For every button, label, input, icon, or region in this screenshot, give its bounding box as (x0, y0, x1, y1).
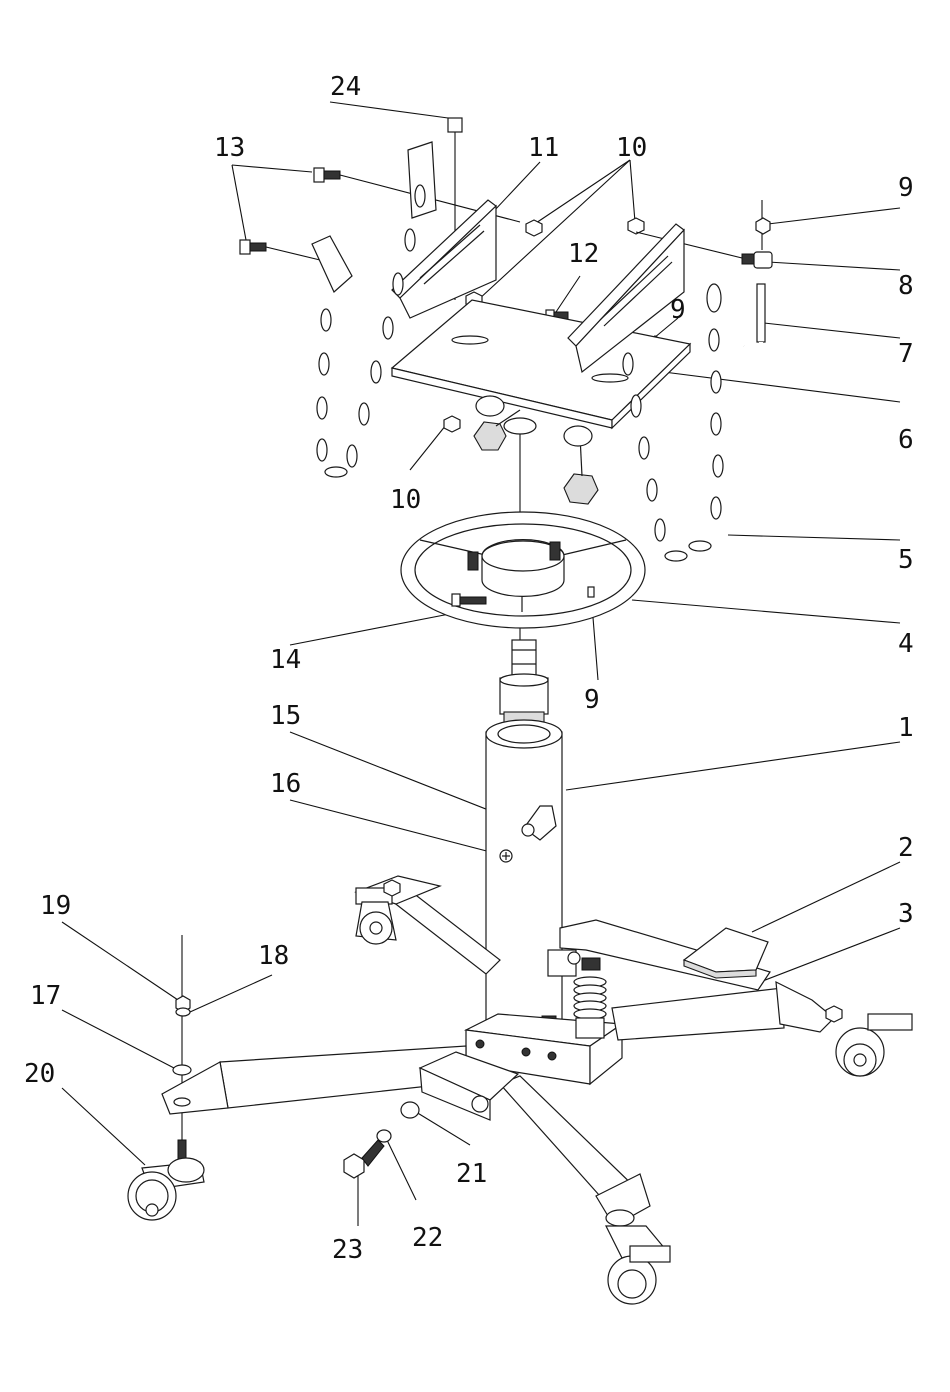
leader-8 (768, 262, 900, 270)
callout-1: 1 (898, 713, 914, 743)
bolt-23 (344, 1140, 384, 1178)
leader-16 (290, 800, 502, 855)
callout-6: 6 (898, 425, 914, 455)
washer-21 (401, 1102, 419, 1118)
caster-rear-right (826, 1006, 912, 1076)
leader-22 (386, 1138, 416, 1200)
saddle-center-boss (504, 418, 536, 434)
callout-14: 14 (270, 645, 301, 675)
callout-24: 24 (330, 72, 361, 102)
leader-6 (648, 370, 900, 402)
callout-21: 21 (456, 1159, 487, 1189)
leader-19 (62, 922, 178, 1000)
callout-5: 5 (898, 545, 914, 575)
pump-spring (574, 958, 606, 1038)
leader-5 (728, 535, 900, 540)
callout-10-top: 10 (616, 133, 647, 163)
lock-washer-18 (176, 1008, 190, 1016)
leader-24 (330, 102, 448, 118)
leader-10-b (410, 425, 446, 470)
leader-14 (290, 610, 470, 645)
callout-19: 19 (40, 891, 71, 921)
nut-9-ring (588, 587, 594, 597)
caster-rear-left (356, 880, 400, 944)
bolt-13-lower (240, 240, 320, 260)
leader-21 (416, 1112, 470, 1145)
callout-9-low: 9 (584, 685, 600, 715)
bolt-24-head (448, 118, 462, 132)
nut-9-top (756, 218, 770, 234)
leader-20 (62, 1088, 145, 1165)
chain-hook-left-lower (312, 236, 352, 292)
leader-10-a1 (536, 160, 630, 223)
callout-18: 18 (258, 941, 289, 971)
callout-15: 15 (270, 701, 301, 731)
callout-8: 8 (898, 271, 914, 301)
nut-10-b (628, 218, 644, 234)
washer-17 (173, 1065, 191, 1075)
callout-20: 20 (24, 1059, 55, 1089)
leader-1 (566, 742, 900, 790)
callout-16: 16 (270, 769, 301, 799)
lock-washer-22 (377, 1130, 391, 1142)
leg-rear-right (612, 988, 784, 1040)
callout-11: 11 (528, 133, 559, 163)
leader-13-upper (232, 165, 312, 172)
leader-13-lower (232, 165, 246, 240)
ring-handle-4 (401, 512, 645, 628)
hydraulic-cylinder-1 (486, 640, 562, 1038)
callout-22: 22 (412, 1223, 443, 1253)
chain-left (317, 185, 425, 477)
callout-9-mid: 9 (670, 295, 686, 325)
leader-9-top (768, 208, 900, 224)
pin-7 (744, 284, 765, 350)
callout-9-top: 9 (898, 173, 914, 203)
cylinder-body (486, 732, 562, 1032)
leader-7 (764, 323, 900, 338)
callout-13: 13 (214, 133, 245, 163)
callout-10-low: 10 (390, 485, 421, 515)
leader-3 (760, 928, 900, 982)
nut-10-a (526, 220, 542, 236)
leader-4 (632, 600, 900, 623)
callout-23: 23 (332, 1235, 363, 1265)
adjust-knob-right (564, 426, 598, 504)
leader-10-a3 (630, 160, 635, 222)
ring-clamp-bolt (468, 552, 478, 570)
callout-2: 2 (898, 833, 914, 863)
caster-front-left (128, 1140, 204, 1220)
callout-12: 12 (568, 239, 599, 269)
callout-4: 4 (898, 629, 914, 659)
nut-10-d (444, 416, 460, 432)
leader-12 (556, 276, 580, 312)
callout-3: 3 (898, 899, 914, 929)
leader-2 (752, 862, 900, 932)
leader-17 (62, 1010, 174, 1068)
callout-17: 17 (30, 981, 61, 1011)
leader-18 (190, 975, 272, 1012)
caster-front-right (606, 1210, 670, 1304)
leader-10-a2 (478, 160, 630, 300)
callout-7: 7 (898, 339, 914, 369)
